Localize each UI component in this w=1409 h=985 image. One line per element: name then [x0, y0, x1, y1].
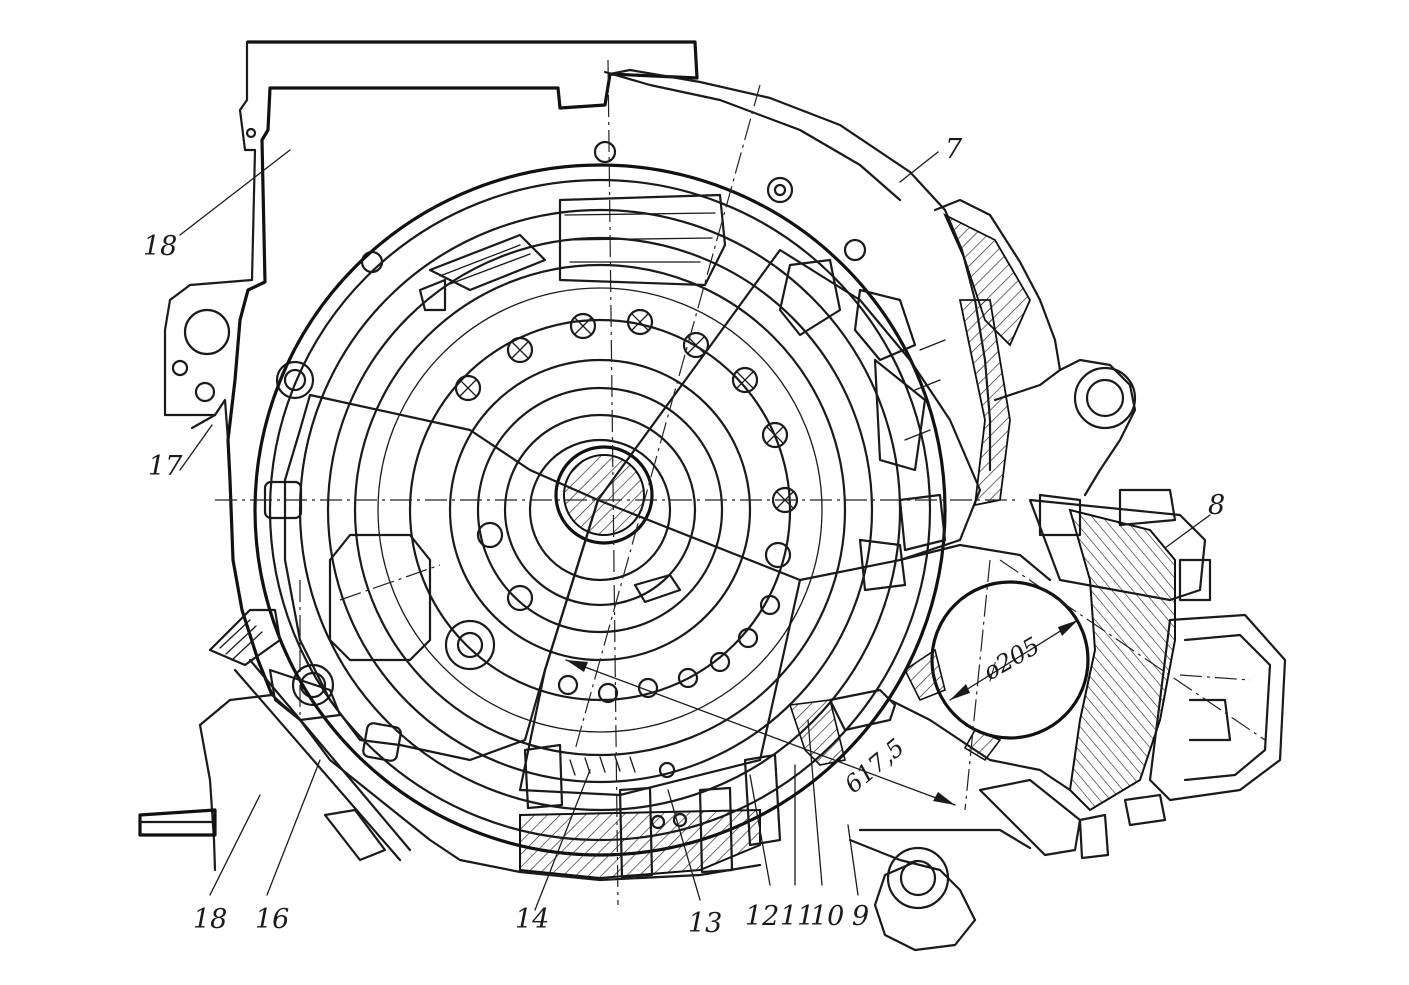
housing-outline — [138, 40, 1137, 952]
label-13: 13 — [688, 908, 722, 939]
bolt — [764, 541, 792, 569]
label-11: 11 — [780, 901, 814, 932]
lower-cutaway — [519, 688, 897, 880]
label-7: 7 — [945, 134, 963, 165]
axle-bearing-assembly — [888, 488, 1287, 860]
bolt — [506, 584, 534, 612]
hole-row — [557, 573, 781, 704]
lower-left-brackets — [208, 608, 412, 862]
callout-labels: 7 8 9 10 11 12 13 14 16 17 18 18 — [143, 134, 1225, 939]
label-10: 10 — [810, 901, 844, 932]
center-lines — [215, 59, 1266, 906]
label-8: 8 — [1208, 490, 1225, 521]
label-14: 14 — [515, 904, 549, 935]
dimension-texts: ø205 617,5 — [839, 632, 1044, 799]
label-12: 12 — [745, 901, 779, 932]
bolt — [476, 521, 504, 549]
label-16: 16 — [255, 904, 289, 935]
bolt — [761, 421, 789, 449]
label-17: 17 — [148, 451, 183, 482]
bolt — [682, 331, 710, 359]
label-18-top: 18 — [143, 231, 177, 262]
dimension-lines — [565, 619, 1079, 806]
bolt — [626, 308, 654, 336]
label-9: 9 — [852, 901, 869, 932]
upper-cutaway — [418, 193, 727, 312]
bolt — [731, 366, 759, 394]
bolt — [506, 336, 534, 364]
bolt — [569, 312, 597, 340]
right-mechanism — [778, 213, 1032, 592]
bolt — [454, 374, 482, 402]
leader-lines — [179, 149, 1211, 911]
dimension-diameter: ø205 — [978, 632, 1045, 687]
label-18-bottom: 18 — [193, 904, 227, 935]
